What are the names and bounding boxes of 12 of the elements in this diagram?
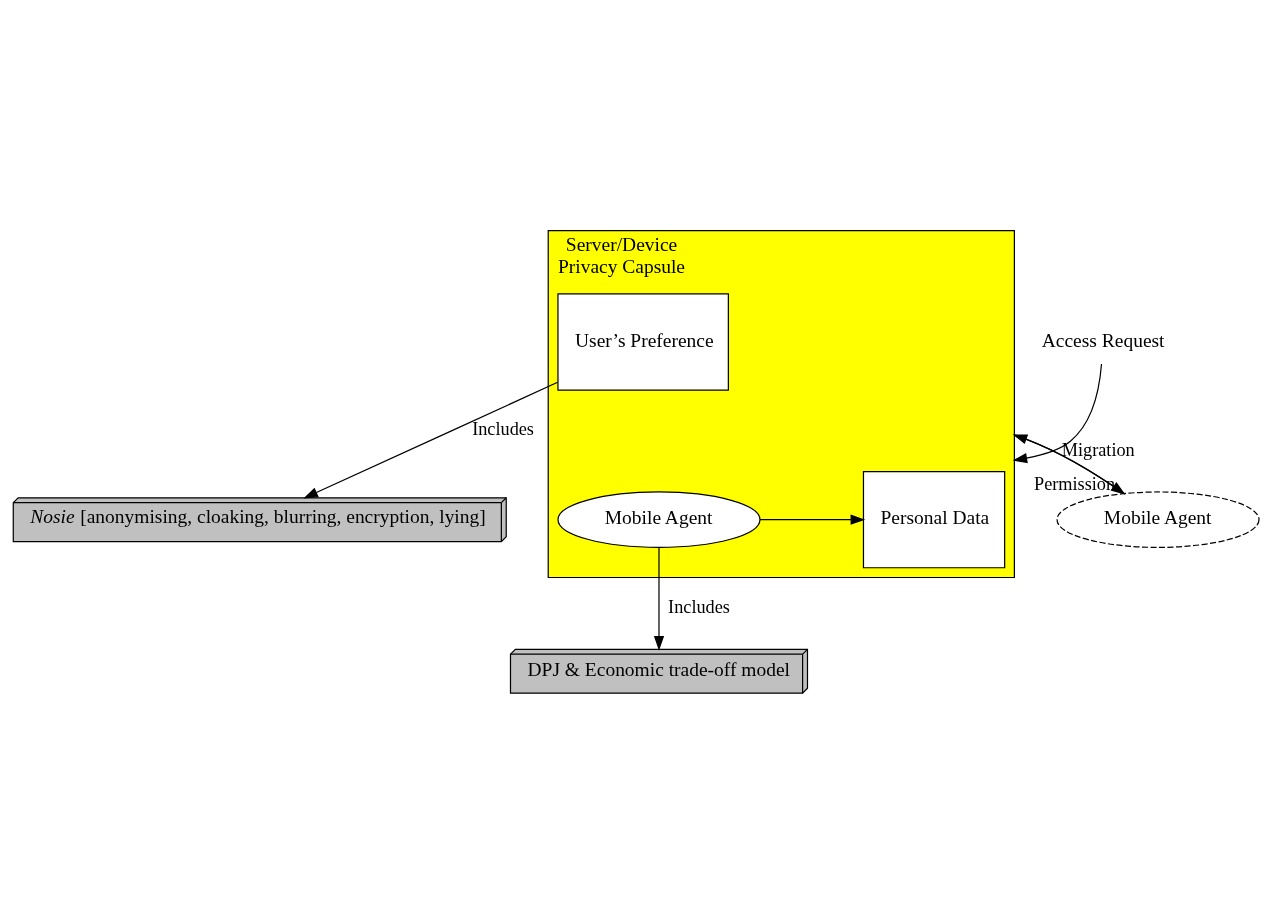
node-text: Access Request: [1041, 329, 1165, 351]
node-ellipse: Mobile Agent: [557, 490, 761, 548]
arrow: [653, 546, 665, 651]
node-box: Personal Data: [862, 470, 1006, 568]
edge-label: Includes: [668, 596, 730, 617]
edge-label: Includes: [472, 418, 534, 439]
edge-label: Migration: [1061, 439, 1135, 460]
arrow: [759, 514, 866, 525]
arrow: [1012, 362, 1103, 463]
node-ellipse: Mobile Agent: [1056, 490, 1260, 548]
node-box: User’s Preference: [557, 292, 729, 391]
arrow: [303, 381, 559, 499]
